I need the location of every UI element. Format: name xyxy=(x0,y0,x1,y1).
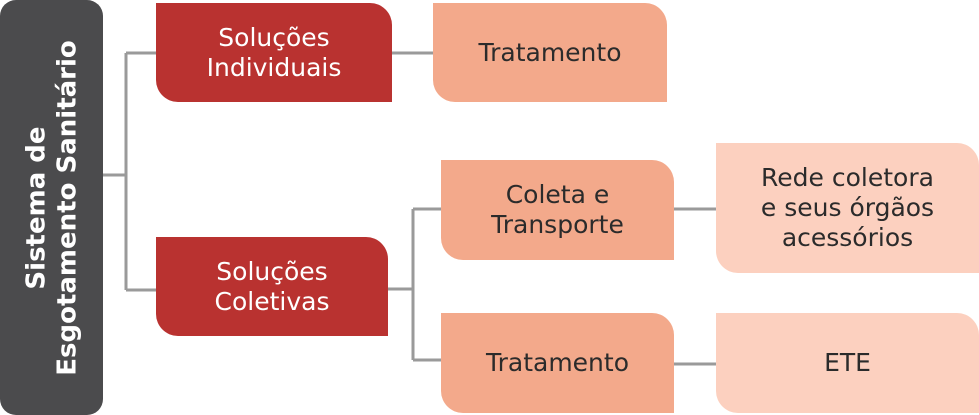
root-label: Sistema de Esgotamento Sanitário xyxy=(20,39,82,376)
node-solucoes-coletivas: Soluções Coletivas xyxy=(156,237,388,336)
node-coletivas-tratamento: Tratamento xyxy=(441,313,674,413)
node-solucoes-coletivas-label: Soluções Coletivas xyxy=(214,256,330,316)
node-coleta-transporte: Coleta e Transporte xyxy=(441,160,674,260)
node-solucoes-individuais-label: Soluções Individuais xyxy=(206,22,342,82)
node-solucoes-individuais: Soluções Individuais xyxy=(156,3,392,102)
connector-coletivas-to-level2 xyxy=(388,207,441,362)
node-rede-coletora-label: Rede coletora e seus órgãos acessórios xyxy=(760,163,935,252)
node-rede-coletora: Rede coletora e seus órgãos acessórios xyxy=(716,143,979,273)
connector-root-to-level1 xyxy=(103,51,156,292)
node-ete-label: ETE xyxy=(824,348,871,377)
root-node: Sistema de Esgotamento Sanitário xyxy=(0,0,103,415)
node-individual-tratamento-label: Tratamento xyxy=(478,37,622,67)
node-coletivas-tratamento-label: Tratamento xyxy=(486,348,629,377)
node-ete: ETE xyxy=(716,313,979,413)
node-coleta-transporte-label: Coleta e Transporte xyxy=(491,180,624,239)
node-individual-tratamento: Tratamento xyxy=(433,3,667,102)
